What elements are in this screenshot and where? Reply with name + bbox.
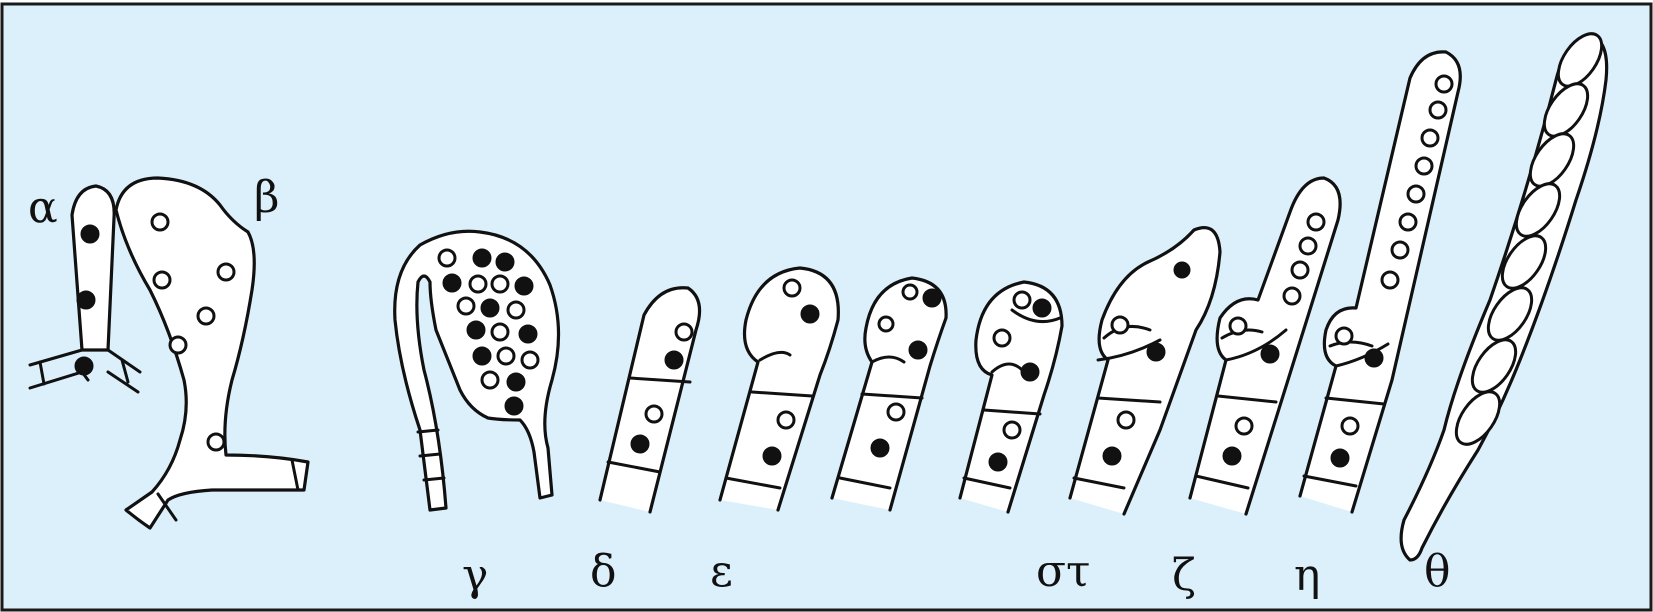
nucleus-light bbox=[198, 308, 214, 324]
label-theta: θ bbox=[1424, 546, 1451, 597]
nucleus-light bbox=[154, 272, 170, 288]
label-eta: η bbox=[1294, 550, 1320, 601]
nucleus-light bbox=[170, 337, 186, 353]
label-sigma-tau: στ bbox=[1036, 546, 1090, 597]
nucleus-light bbox=[218, 264, 234, 280]
nucleus-dark bbox=[81, 225, 99, 243]
nucleus-dark bbox=[77, 291, 95, 309]
label-alpha: α bbox=[28, 182, 58, 233]
nucleus-light bbox=[208, 434, 224, 450]
label-epsilon: ε bbox=[710, 546, 733, 597]
label-zeta: ζ bbox=[1172, 550, 1196, 601]
nucleus-light bbox=[152, 214, 168, 230]
label-gamma: γ bbox=[462, 550, 488, 601]
nucleus-dark bbox=[75, 357, 93, 375]
label-delta: δ bbox=[590, 546, 617, 597]
label-beta: β bbox=[254, 172, 279, 223]
